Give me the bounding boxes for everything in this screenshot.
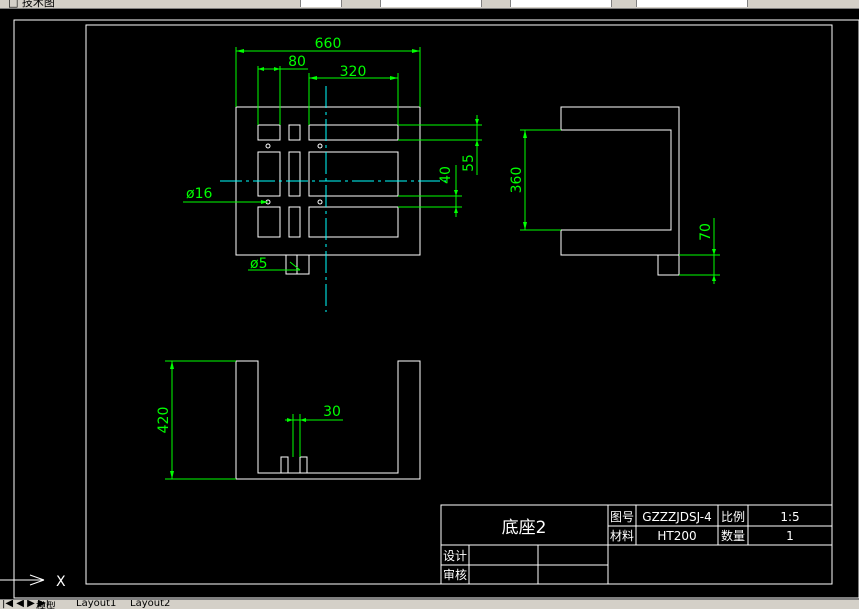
frame-border [85,24,833,585]
tab-layout2[interactable]: Layout2 [130,599,171,609]
layout-tab-bar: |◀ ◀ ▶ ▶| 模型 Layout1 Layout2 [0,599,859,609]
dim-320: 320 [340,64,367,80]
front-view [235,360,421,480]
drawing-no-label: 图号 [610,510,634,524]
dimension-texts: 660 80 320 55 40 ø16 ø5 360 70 420 30 [156,36,714,433]
review-label: 审核 [443,567,467,582]
design-label: 设计 [443,549,467,563]
dim-70: 70 [698,223,714,241]
color-dropdown[interactable] [300,0,342,7]
tab-layout1[interactable]: Layout1 [76,599,117,609]
part-name: 底座2 [502,518,547,538]
dim-660: 660 [315,36,342,52]
scale-value: 1:5 [780,510,799,524]
tab-model[interactable]: 模型 [36,602,56,609]
dim-dia16: ø16 [186,186,212,202]
title-block-texts: 底座2 图号 GZZZJDSJ-4 比例 1:5 材料 HT200 数量 1 设… [443,510,800,582]
tab-nav-buttons[interactable]: |◀ ◀ ▶ ▶| [2,599,50,609]
dim-30: 30 [323,404,341,420]
dim-55: 55 [461,154,477,172]
lineweight-dropdown[interactable] [510,0,612,7]
toolbar: □ 技术图 [0,0,859,9]
layer-dropdown[interactable]: □ 技术图 [8,0,55,9]
dimension-arrows [170,49,716,479]
qty-label: 数量 [721,528,745,543]
side-view [524,106,680,276]
drawing-no: GZZZJDSJ-4 [642,510,711,524]
material-label: 材料 [610,529,634,543]
dim-80: 80 [288,54,306,70]
dim-dia5: ø5 [250,256,267,272]
ucs-icon: X [0,574,66,590]
material-value: HT200 [657,529,696,543]
linetype-dropdown[interactable] [380,0,482,7]
title-block [440,504,833,585]
dim-40: 40 [438,166,454,184]
plotstyle-dropdown[interactable] [636,0,748,7]
top-view [235,106,421,275]
drawing-canvas[interactable]: 660 80 320 55 40 ø16 ø5 360 70 420 30 底座… [0,8,859,599]
paper-border [13,19,859,599]
dim-420: 420 [156,407,172,434]
qty-value: 1 [786,529,794,543]
dim-360: 360 [509,167,525,194]
top-view-centerlines [220,86,446,312]
scale-label: 比例 [721,510,745,524]
dimension-lines [165,47,720,480]
ucs-x-label: X [56,574,66,590]
